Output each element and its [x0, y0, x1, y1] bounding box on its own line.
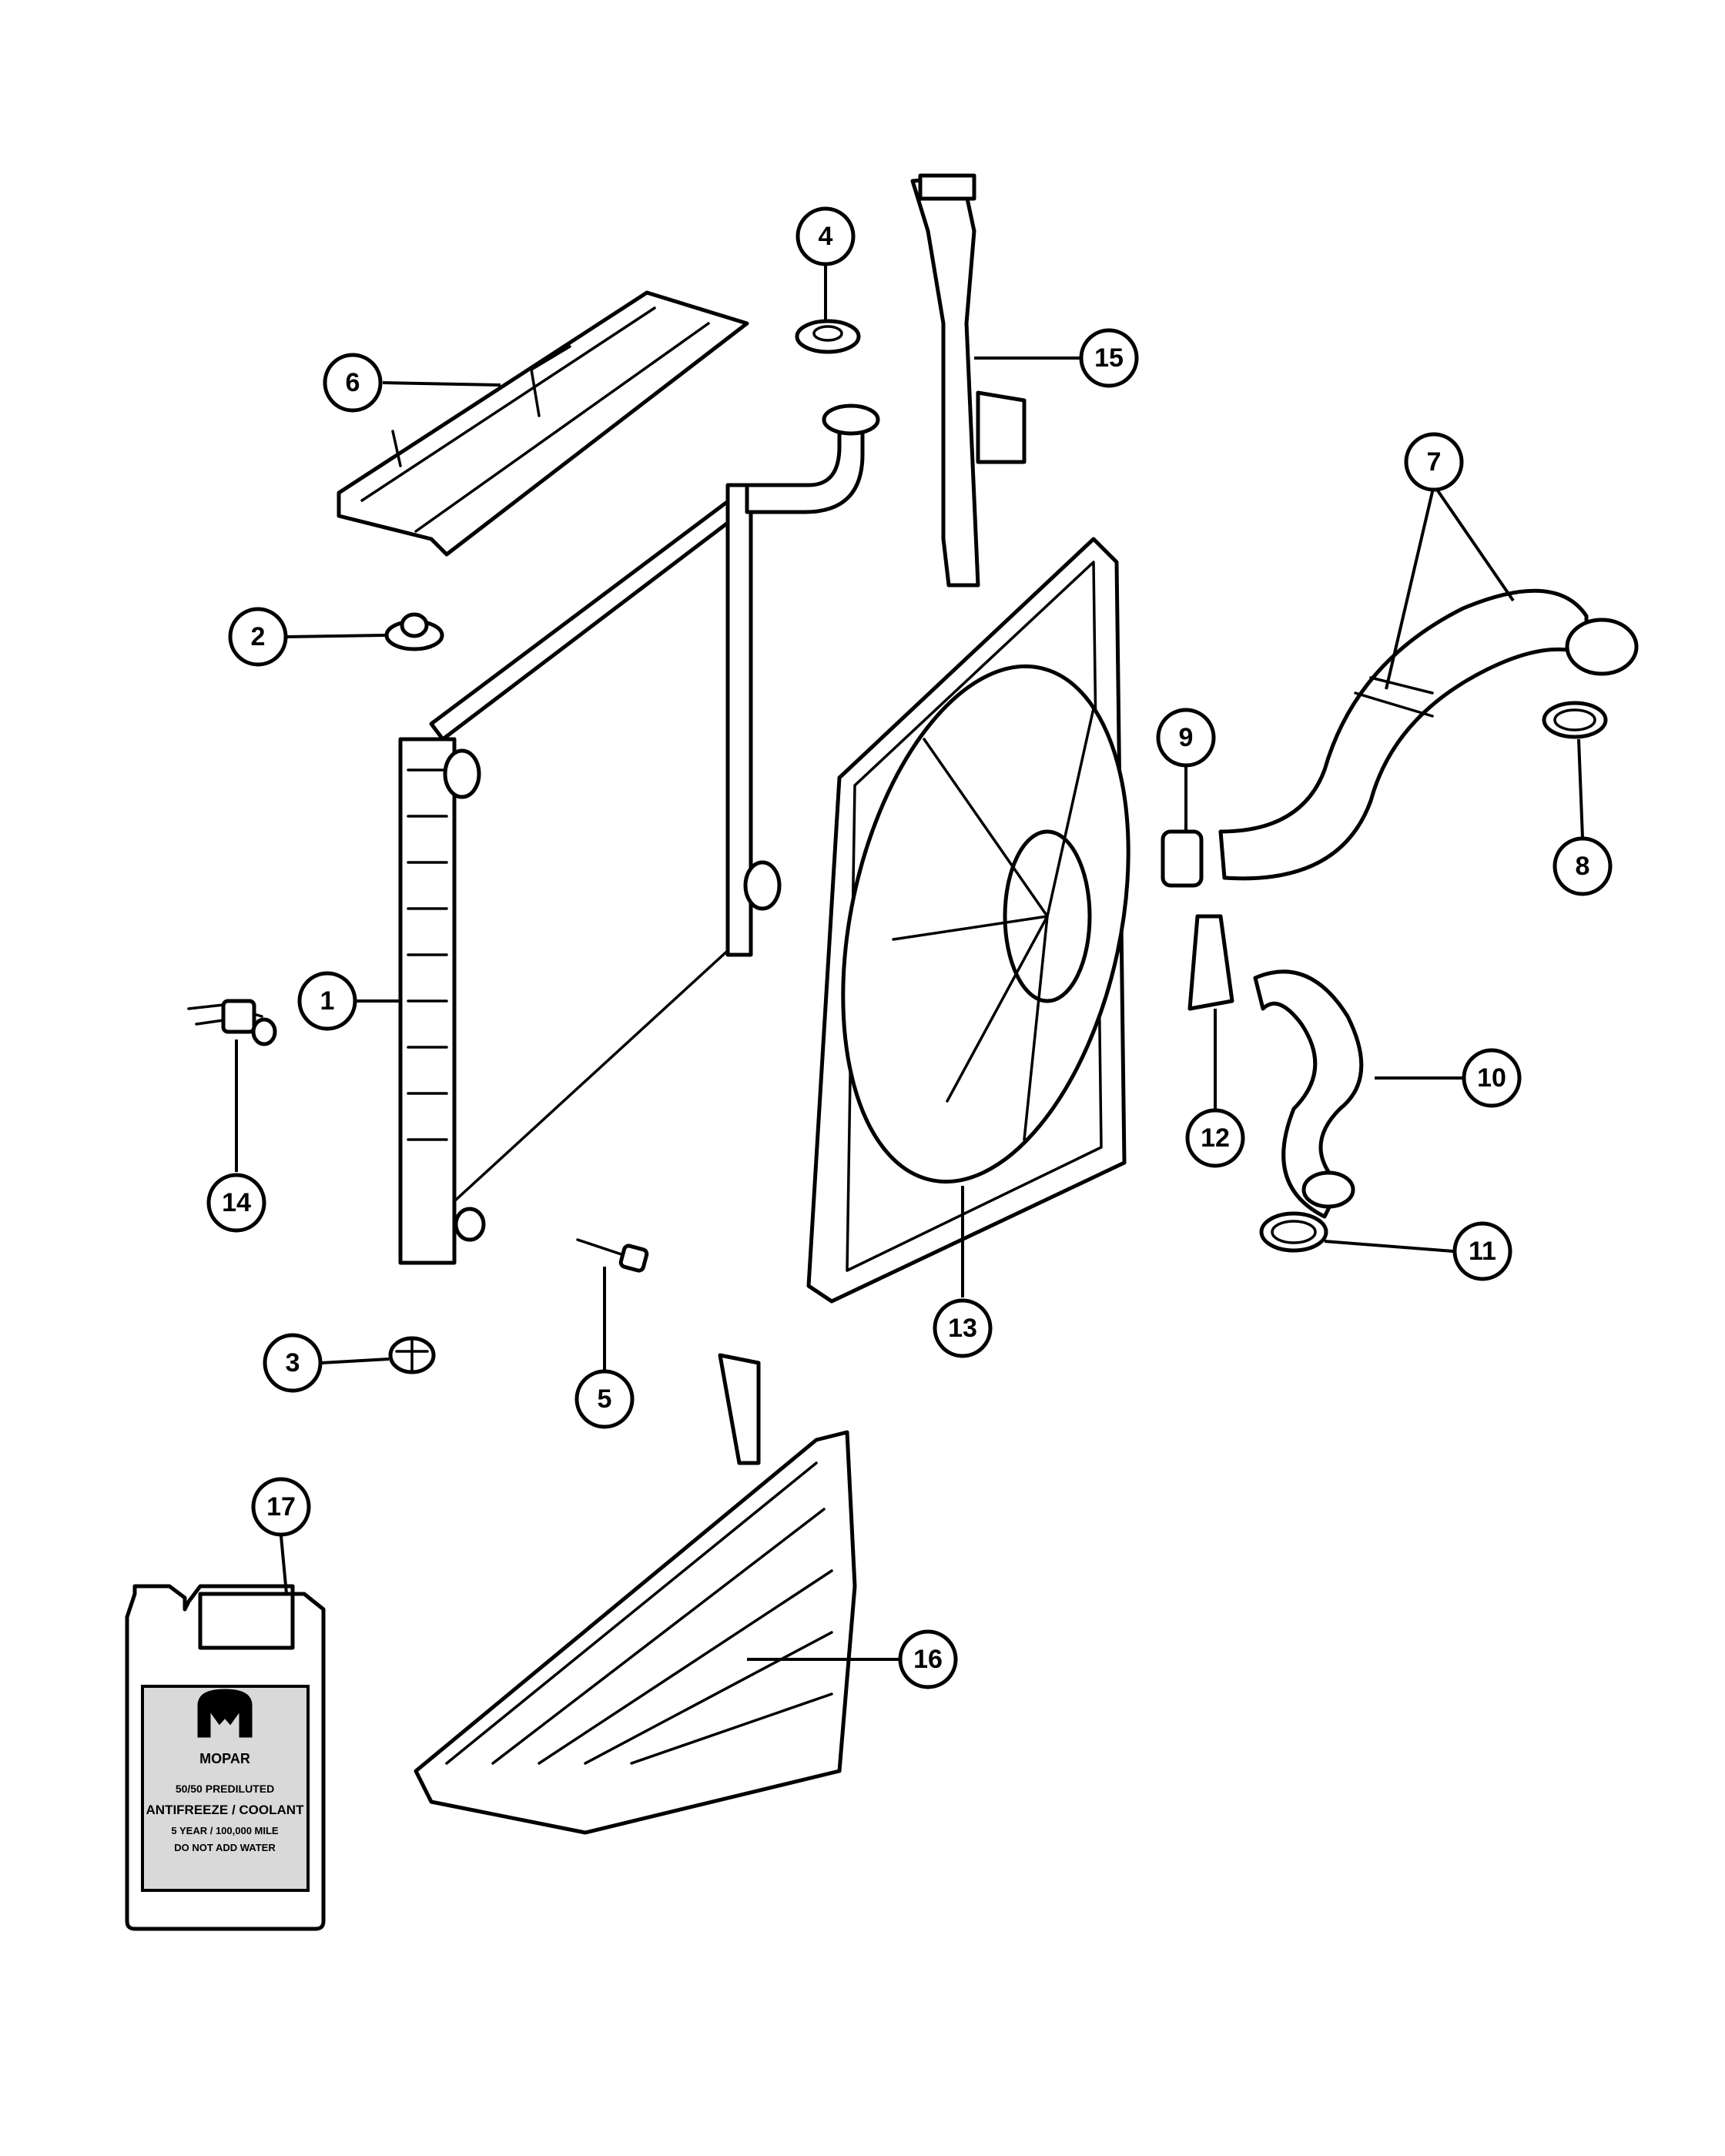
- leader-17: [280, 1535, 288, 1595]
- callout-9-label: 9: [1179, 723, 1194, 752]
- callout-5: 5: [574, 1369, 635, 1429]
- leader-3: [320, 1358, 390, 1364]
- callout-12-label: 12: [1201, 1123, 1230, 1153]
- callout-17-label: 17: [266, 1492, 296, 1522]
- callout-11-label: 11: [1469, 1237, 1496, 1266]
- part-6-upper-seal: [337, 290, 749, 557]
- callout-8: 8: [1552, 836, 1613, 896]
- callout-7-label: 7: [1427, 447, 1442, 477]
- callout-14: 14: [206, 1173, 266, 1233]
- leader-7a: [1385, 484, 1435, 690]
- callout-5-label: 5: [598, 1384, 612, 1414]
- callout-4: 4: [796, 206, 856, 266]
- callout-6: 6: [323, 353, 383, 413]
- jug-brand-label: MOPAR: [199, 1751, 250, 1766]
- jug-label-line-1: 50/50 PREDILUTED: [176, 1783, 274, 1795]
- leader-6: [382, 381, 501, 387]
- callout-2-label: 2: [251, 622, 266, 651]
- callout-1-label: 1: [320, 986, 335, 1016]
- callout-1: 1: [297, 971, 357, 1031]
- jug-label-line-3: 5 YEAR / 100,000 MILE: [171, 1825, 279, 1836]
- part-2-drain-cock: [384, 612, 444, 651]
- callout-10: 10: [1462, 1048, 1522, 1108]
- part-17-coolant-jug: MOPAR 50/50 PREDILUTED ANTIFREEZE / COOL…: [125, 1584, 326, 1931]
- part-7-upper-hose: [1218, 588, 1639, 881]
- callout-9: 9: [1156, 708, 1216, 768]
- part-16-lower-deflector: [414, 1353, 857, 1835]
- callout-11: 11: [1452, 1221, 1512, 1281]
- part-3-insulator: [388, 1336, 436, 1374]
- leader-7b: [1432, 484, 1515, 602]
- part-14-clip: [187, 999, 277, 1046]
- callout-13: 13: [933, 1298, 993, 1358]
- callout-15: 15: [1079, 328, 1139, 388]
- leader-2: [286, 634, 386, 638]
- part-1-radiator: [398, 403, 880, 1265]
- callout-2: 2: [228, 607, 288, 667]
- callout-14-label: 14: [222, 1188, 251, 1217]
- leader-11: [1324, 1240, 1454, 1253]
- callout-6-label: 6: [346, 368, 360, 397]
- callout-16: 16: [898, 1629, 958, 1689]
- part-9-clamp: [1161, 829, 1204, 888]
- callout-7: 7: [1404, 432, 1464, 492]
- leader-8: [1577, 738, 1584, 839]
- callout-3: 3: [263, 1333, 323, 1393]
- callout-10-label: 10: [1477, 1063, 1506, 1093]
- part-8-clamp: [1542, 701, 1608, 739]
- callout-17: 17: [251, 1477, 311, 1537]
- callout-16-label: 16: [913, 1645, 943, 1674]
- jug-label-line-4: DO NOT ADD WATER: [174, 1842, 276, 1853]
- part-4-cap: [795, 319, 861, 354]
- part-13-fan-shroud: [806, 537, 1130, 1304]
- leader-lines: [235, 266, 1584, 1661]
- part-15-deflector: [910, 173, 1027, 588]
- callout-13-label: 13: [948, 1314, 977, 1343]
- jug-label-line-2: ANTIFREEZE / COOLANT: [146, 1803, 305, 1817]
- part-10-lower-hose: [1253, 969, 1364, 1219]
- part-12-clamp: [1187, 914, 1234, 1011]
- part-5-bolt: [576, 1238, 649, 1273]
- part-11-clamp: [1259, 1211, 1328, 1253]
- callout-4-label: 4: [819, 222, 833, 251]
- callout-8-label: 8: [1576, 852, 1590, 881]
- callout-3-label: 3: [286, 1348, 300, 1378]
- callout-15-label: 15: [1094, 343, 1124, 373]
- callout-12: 12: [1185, 1108, 1245, 1168]
